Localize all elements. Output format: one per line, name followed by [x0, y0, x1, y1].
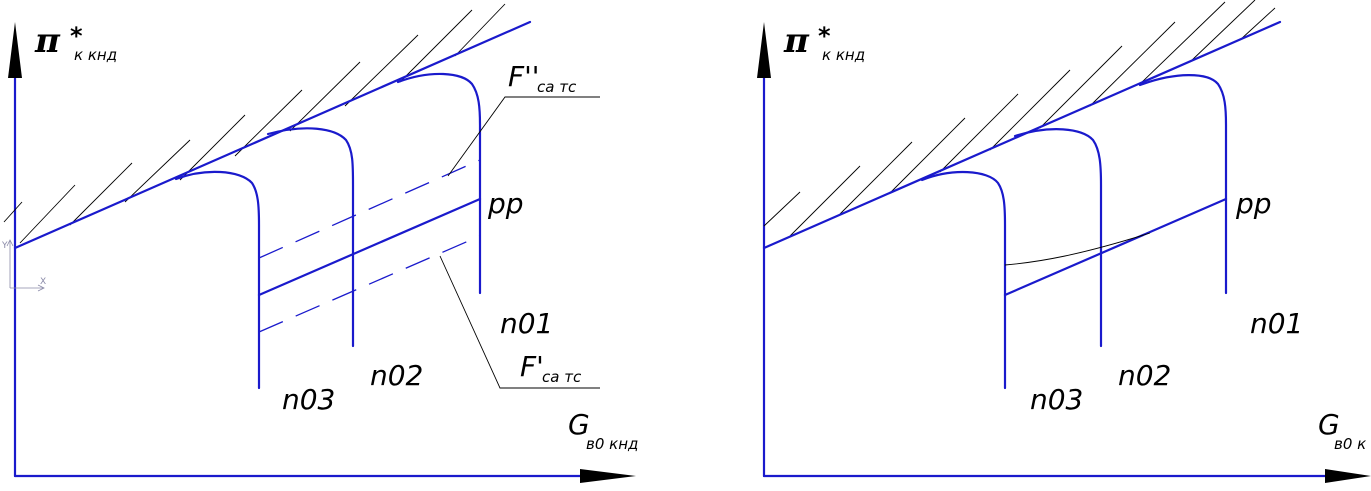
right-operating-line — [1003, 197, 1228, 297]
svg-text:са тс: са тс — [542, 368, 582, 386]
right-speed-line-n03 — [920, 171, 1007, 390]
left-diagram: Y X π — [1, 3, 638, 483]
right-label-n01: n01 — [1250, 307, 1303, 340]
left-origin-y: Y — [1, 241, 8, 251]
svg-text:G: G — [1318, 408, 1340, 441]
left-upper-limit-label: F'' са тс — [508, 60, 577, 96]
right-speed-line-n01 — [1138, 74, 1228, 295]
right-x-axis — [762, 469, 1371, 483]
right-speed-line-n02 — [1013, 128, 1103, 348]
svg-text:к кнд: к кнд — [822, 46, 865, 64]
left-operating-line — [257, 197, 482, 297]
left-label-n03: n03 — [282, 383, 335, 416]
svg-text:са тс: са тс — [537, 78, 577, 96]
right-label-n02: n02 — [1118, 359, 1171, 392]
left-surge-hatching — [3, 3, 506, 244]
left-origin-x: X — [40, 277, 46, 287]
left-upper-limit-leader — [447, 96, 600, 177]
left-lower-limit-line — [258, 235, 481, 333]
left-speed-line-n01 — [396, 72, 482, 295]
svg-text:к кнд: к кнд — [74, 46, 117, 64]
right-y-axis-label: π * к кнд — [783, 21, 865, 64]
left-label-operating: рр — [487, 187, 524, 220]
svg-text:F'': F'' — [508, 60, 540, 93]
svg-text:в0 к: в0 к — [1334, 435, 1366, 453]
svg-text:*: * — [818, 22, 831, 50]
left-y-axis — [8, 22, 22, 478]
left-surge-line — [13, 20, 532, 250]
left-x-axis-label: G в0 кнд — [568, 408, 638, 453]
right-y-axis — [757, 22, 771, 478]
right-diagram: π * к кнд G в0 к n03 n02 n01 рр — [757, 0, 1371, 483]
left-label-n01: n01 — [500, 307, 553, 340]
left-lower-limit-leader — [439, 255, 600, 389]
left-label-n02: n02 — [370, 359, 423, 392]
right-x-axis-label: G в0 к — [1318, 408, 1366, 453]
left-lower-limit-label: F' са тс — [520, 350, 582, 386]
left-origin-marker: Y X — [1, 239, 46, 292]
svg-text:F': F' — [520, 350, 544, 383]
svg-text:в0 кнд: в0 кнд — [586, 435, 638, 453]
svg-text:G: G — [568, 408, 590, 441]
left-speed-line-n03 — [174, 170, 261, 390]
svg-text:π: π — [783, 21, 810, 61]
right-label-n03: n03 — [1030, 383, 1083, 416]
left-speed-line-n02 — [266, 127, 355, 348]
right-transition-curve — [1004, 232, 1151, 266]
right-surge-hatching — [763, 0, 1276, 237]
svg-text:π: π — [34, 21, 61, 61]
left-x-axis — [13, 469, 636, 483]
left-upper-limit-line — [258, 159, 481, 259]
left-y-axis-label: π * к кнд — [34, 21, 117, 64]
right-label-operating: рр — [1235, 187, 1272, 220]
svg-text:*: * — [70, 22, 83, 50]
